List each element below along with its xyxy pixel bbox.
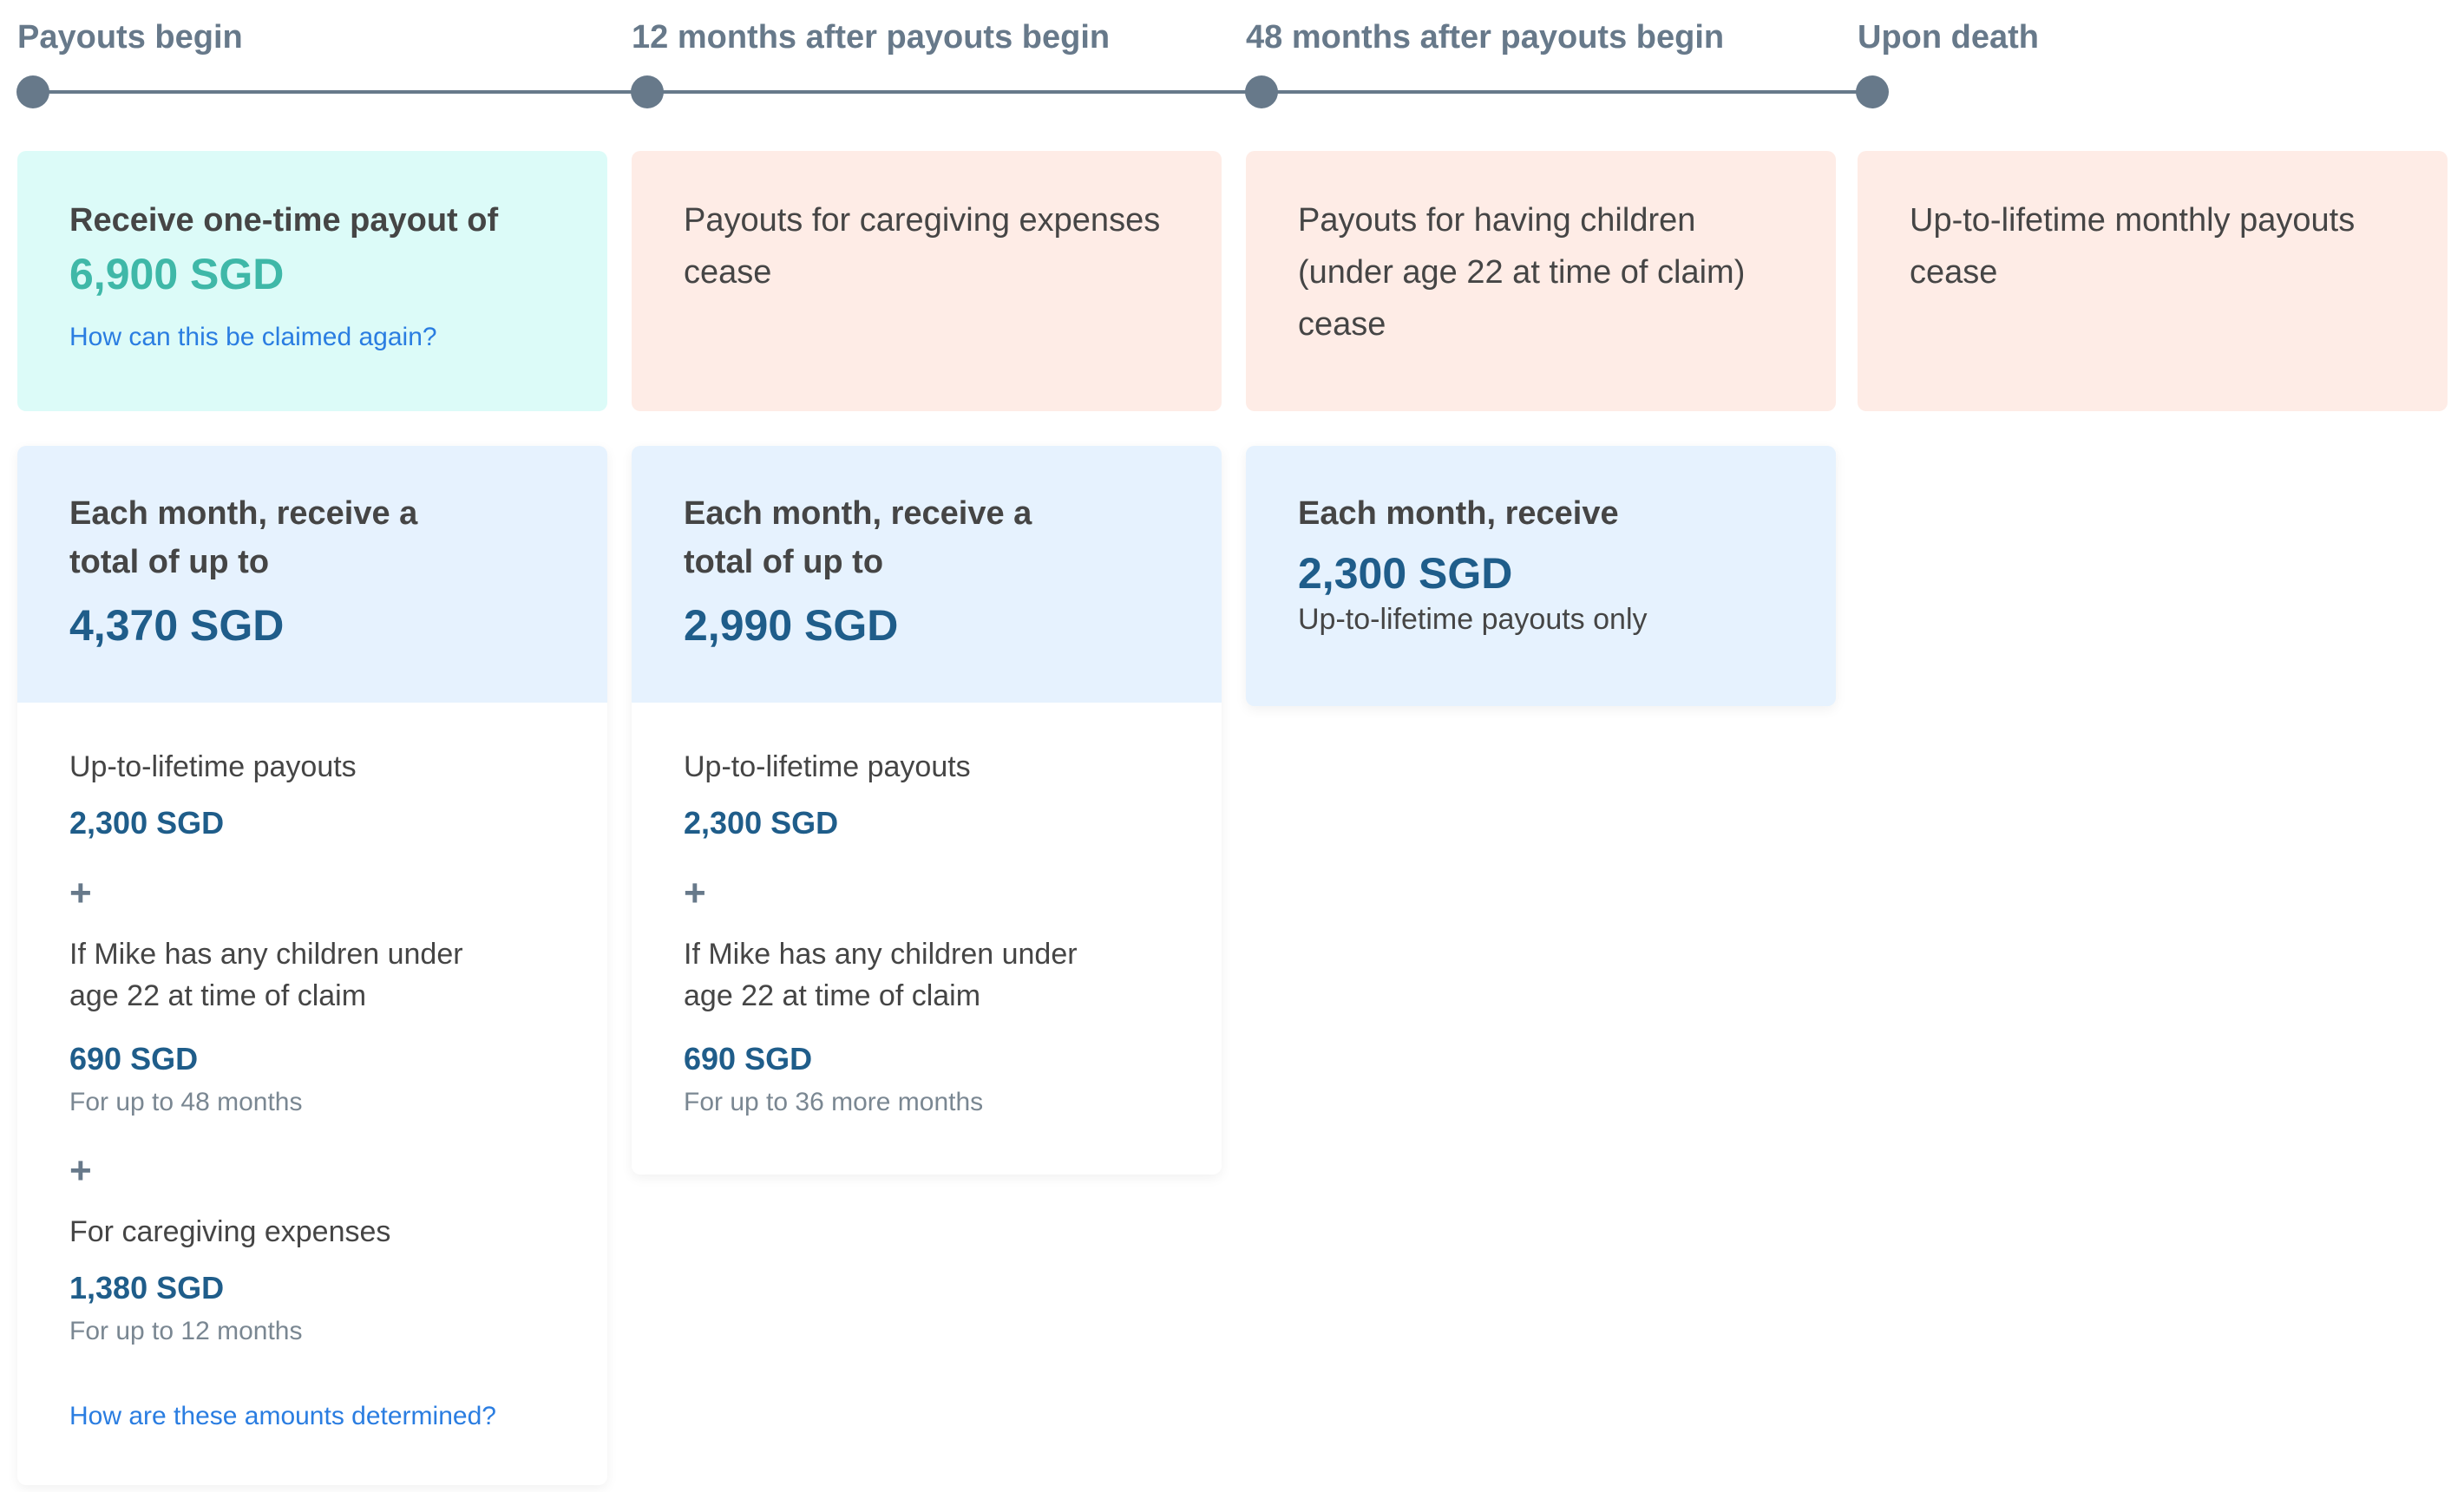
timeline-dot-48-months xyxy=(1245,75,1278,108)
children-cease-card: Payouts for having children (under age 2… xyxy=(1246,151,1836,411)
stage-title-12-months: 12 months after payouts begin xyxy=(632,19,1111,56)
one-time-payout-card: Receive one-time payout of 6,900 SGD How… xyxy=(17,151,607,411)
one-time-payout-amount: 6,900 SGD xyxy=(69,250,285,298)
children-payout-amount: 690 SGD xyxy=(684,1041,813,1076)
monthly-label-line1: Each month, receive a xyxy=(684,495,1032,532)
timeline-dot-12-months xyxy=(631,75,664,108)
children-cease-line3: cease xyxy=(1298,306,1386,343)
monthly-payout-card-stage1: Each month, receive a total of up to 4,3… xyxy=(17,446,607,1485)
monthly-label-line2: total of up to xyxy=(684,544,884,580)
children-payout-duration: For up to 36 more months xyxy=(684,1088,984,1116)
one-time-payout-label: Receive one-time payout of xyxy=(69,202,499,239)
monthly-breakdown: Up-to-lifetime payouts 2,300 SGD + If Mi… xyxy=(632,703,1222,1175)
amounts-determined-link[interactable]: How are these amounts determined? xyxy=(69,1402,496,1430)
lifetime-payouts-amount: 2,300 SGD xyxy=(684,805,839,841)
timeline-dot-payouts-begin xyxy=(16,75,49,108)
stage-title-upon-death: Upon death xyxy=(1858,19,2039,56)
lifetime-cease-card: Up-to-lifetime monthly payouts cease xyxy=(1858,151,2448,411)
lifetime-payouts-label: Up-to-lifetime payouts xyxy=(684,750,971,783)
monthly-head: Each month, receive a total of up to 2,9… xyxy=(632,446,1222,703)
lifetime-only-note: Up-to-lifetime payouts only xyxy=(1298,603,1648,636)
monthly-head: Each month, receive a total of up to 4,3… xyxy=(17,446,607,703)
caregiving-cease-card: Payouts for caregiving expenses cease xyxy=(632,151,1222,411)
lifetime-payouts-amount: 2,300 SGD xyxy=(69,805,225,841)
monthly-total-amount: 2,300 SGD xyxy=(1298,549,1513,598)
monthly-label-line1: Each month, receive a xyxy=(69,495,418,532)
children-cease-line2: (under age 22 at time of claim) xyxy=(1298,254,1746,291)
children-payout-duration: For up to 48 months xyxy=(69,1088,303,1116)
caregiving-cease-line2: cease xyxy=(684,254,772,291)
plus-icon: + xyxy=(69,1149,92,1192)
timeline-line xyxy=(33,90,1872,94)
caregiving-payout-duration: For up to 12 months xyxy=(69,1317,303,1345)
monthly-total-amount: 4,370 SGD xyxy=(69,601,285,650)
lifetime-payouts-label: Up-to-lifetime payouts xyxy=(69,750,357,783)
plus-icon: + xyxy=(69,872,92,914)
children-payout-label-line2: age 22 at time of claim xyxy=(684,979,981,1012)
monthly-label-line2: total of up to xyxy=(69,544,270,580)
children-payout-label-line2: age 22 at time of claim xyxy=(69,979,367,1012)
monthly-label: Each month, receive xyxy=(1298,495,1619,532)
lifetime-cease-line2: cease xyxy=(1910,254,1998,291)
stage-title-payouts-begin: Payouts begin xyxy=(17,19,243,56)
monthly-total-amount: 2,990 SGD xyxy=(684,601,899,650)
monthly-breakdown: Up-to-lifetime payouts 2,300 SGD + If Mi… xyxy=(17,703,607,1485)
children-payout-label-line1: If Mike has any children under xyxy=(69,938,463,971)
children-cease-line1: Payouts for having children xyxy=(1298,202,1696,239)
monthly-payout-card-stage3: Each month, receive 2,300 SGD Up-to-life… xyxy=(1246,446,1836,706)
stage-title-48-months: 48 months after payouts begin xyxy=(1246,19,1725,56)
plus-icon: + xyxy=(684,872,706,914)
monthly-head: Each month, receive 2,300 SGD Up-to-life… xyxy=(1246,446,1836,706)
timeline-dot-upon-death xyxy=(1856,75,1889,108)
monthly-payout-card-stage2: Each month, receive a total of up to 2,9… xyxy=(632,446,1222,1175)
claim-again-link[interactable]: How can this be claimed again? xyxy=(69,323,437,351)
caregiving-payout-amount: 1,380 SGD xyxy=(69,1270,225,1306)
children-payout-amount: 690 SGD xyxy=(69,1041,199,1076)
caregiving-cease-line1: Payouts for caregiving expenses xyxy=(684,202,1161,239)
lifetime-cease-line1: Up-to-lifetime monthly payouts xyxy=(1910,202,2356,239)
children-payout-label-line1: If Mike has any children under xyxy=(684,938,1078,971)
caregiving-payout-label: For caregiving expenses xyxy=(69,1215,391,1248)
